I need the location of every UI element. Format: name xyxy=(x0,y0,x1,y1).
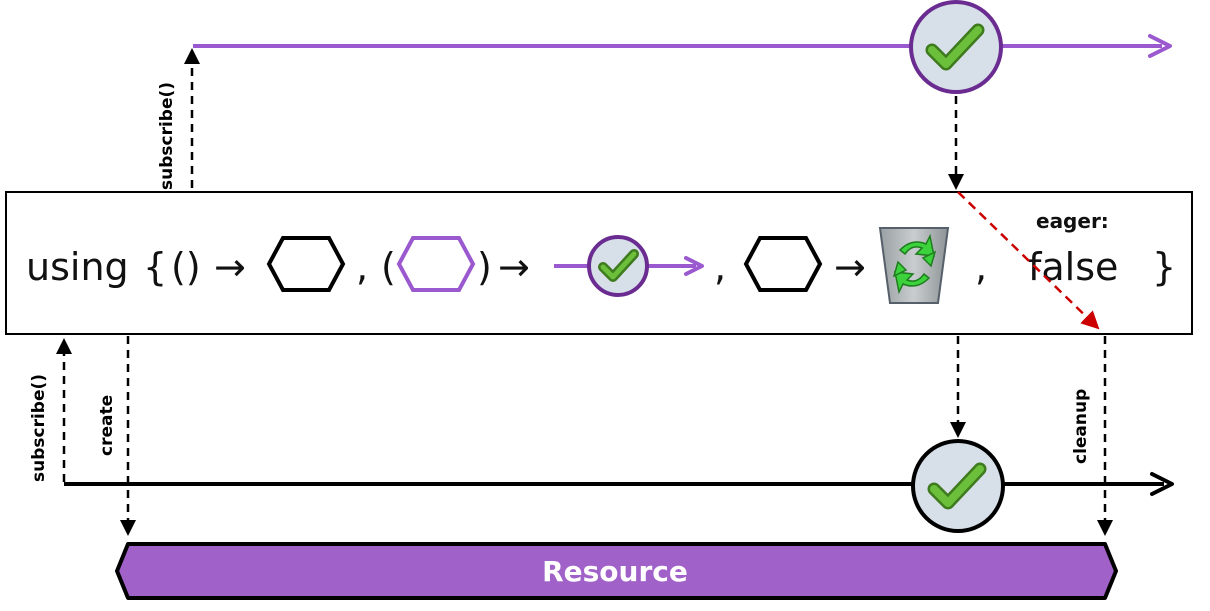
comma-3: , xyxy=(975,245,987,289)
eager-label: eager: xyxy=(1036,209,1109,233)
comma-1: , xyxy=(356,245,368,289)
arrow-3: → xyxy=(834,245,866,289)
cleanup-label: cleanup xyxy=(1071,389,1091,464)
eager-value: false xyxy=(1028,245,1118,289)
parens: () xyxy=(171,245,201,289)
completion-dashed-arrow-top xyxy=(948,96,964,190)
output-timeline xyxy=(64,472,1174,496)
hexagon-icon-2 xyxy=(743,236,823,292)
brace-open: { xyxy=(143,245,167,289)
mini-observable xyxy=(554,235,704,297)
hexagon-icon xyxy=(266,236,346,292)
brace-close: } xyxy=(1152,245,1176,289)
arrow-2: → xyxy=(498,245,530,289)
resource-label: Resource xyxy=(542,555,688,588)
completion-dashed-arrow-bottom xyxy=(950,336,966,438)
checkmark-icon xyxy=(927,462,987,510)
resource-bar: Resource xyxy=(115,542,1118,600)
checkmark-icon xyxy=(598,249,639,282)
inner-complete-marble xyxy=(909,0,1003,94)
paren-open: ( xyxy=(381,245,396,289)
create-arrow xyxy=(120,336,136,536)
checkmark-icon xyxy=(925,23,985,71)
paren-close: ) xyxy=(477,245,492,289)
using-keyword: using xyxy=(26,245,129,289)
hexagon-icon-purple xyxy=(396,236,476,292)
output-complete-marble xyxy=(911,439,1005,533)
subscribe-arrow-bottom xyxy=(56,338,72,482)
arrow-1: → xyxy=(214,245,246,289)
subscribe-label-top: subscribe() xyxy=(157,82,177,190)
comma-2: , xyxy=(714,245,726,289)
subscribe-arrow-top xyxy=(184,48,200,188)
create-label: create xyxy=(97,395,117,456)
recycle-bin-icon xyxy=(878,227,950,304)
inner-timeline xyxy=(193,34,1172,58)
red-dashed-arrow xyxy=(957,191,1100,330)
subscribe-label-bottom: subscribe() xyxy=(29,374,49,482)
cleanup-arrow xyxy=(1097,336,1113,536)
